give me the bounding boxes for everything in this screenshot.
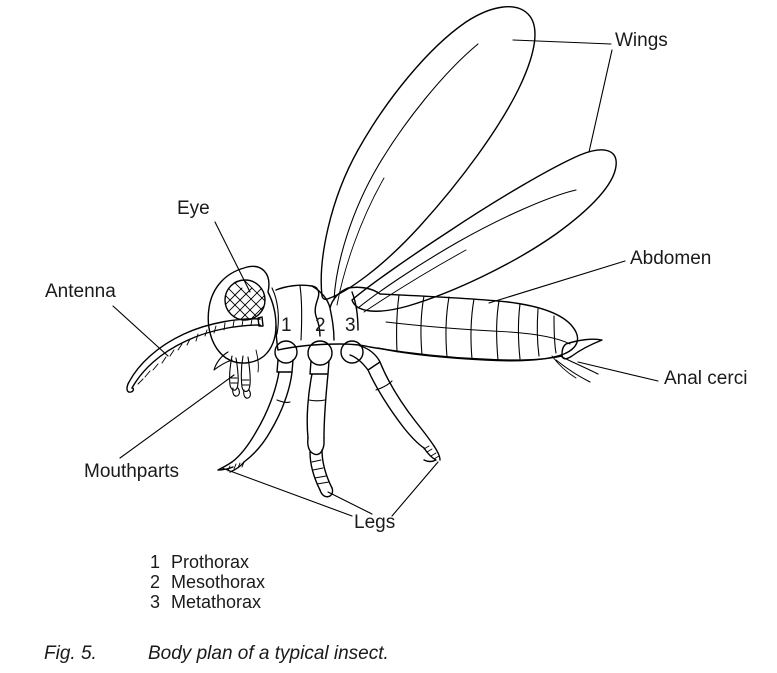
leader-wings-a <box>512 39 612 45</box>
leader-wings-b <box>588 49 613 153</box>
antenna <box>126 316 264 393</box>
head <box>207 265 279 364</box>
legend-name: Mesothorax <box>171 572 266 592</box>
callout-label-antenna: Antenna <box>45 281 116 302</box>
segment-number-metathorax: 3 <box>345 315 356 336</box>
segment-legend: 1 Prothorax 2 Mesothorax 3 Metathorax <box>150 552 265 612</box>
legend-key: 3 <box>150 592 161 612</box>
legend-name: Metathorax <box>171 592 262 612</box>
segment-number-mesothorax: 2 <box>315 315 326 336</box>
leader-legs-mid <box>327 491 373 515</box>
callout-label-mouthparts: Mouthparts <box>84 461 180 482</box>
leader-abdomen <box>488 260 626 304</box>
midleg <box>306 340 334 498</box>
callout-label-wings: Wings <box>615 30 668 51</box>
leader-legs-fore <box>221 467 353 517</box>
callout-label-abdomen: Abdomen <box>630 248 712 269</box>
callout-label-anal-cerci: Anal cerci <box>664 368 748 389</box>
leader-eye <box>214 221 251 293</box>
leader-mouthparts <box>119 374 235 459</box>
legend-row: 1 Prothorax <box>150 552 265 572</box>
legend-row: 3 Metathorax <box>150 592 265 612</box>
legend-key: 1 <box>150 552 161 572</box>
hindwing <box>351 149 617 313</box>
legend-name: Prothorax <box>171 552 250 572</box>
thorax <box>275 284 381 351</box>
legend-row: 2 Mesothorax <box>150 572 265 592</box>
leader-anal-cerci <box>577 361 659 382</box>
figure-caption-text: Body plan of a typical insect. <box>148 643 389 664</box>
anal-cerci <box>551 338 603 383</box>
figure-caption: Fig. 5. Body plan of a typical insect. <box>44 643 389 665</box>
leader-legs-hind <box>391 461 439 517</box>
leader-antenna <box>112 305 169 357</box>
segment-number-prothorax: 1 <box>281 315 292 336</box>
mouthparts <box>213 349 259 399</box>
callout-label-legs: Legs <box>354 512 396 533</box>
legend-key: 2 <box>150 572 161 592</box>
hindleg <box>340 340 441 463</box>
callout-label-eye: Eye <box>177 198 210 219</box>
leader-lines <box>112 39 659 517</box>
figure-caption-id: Fig. 5. <box>44 643 97 664</box>
compound-eye <box>224 279 266 321</box>
abdomen <box>369 293 579 362</box>
